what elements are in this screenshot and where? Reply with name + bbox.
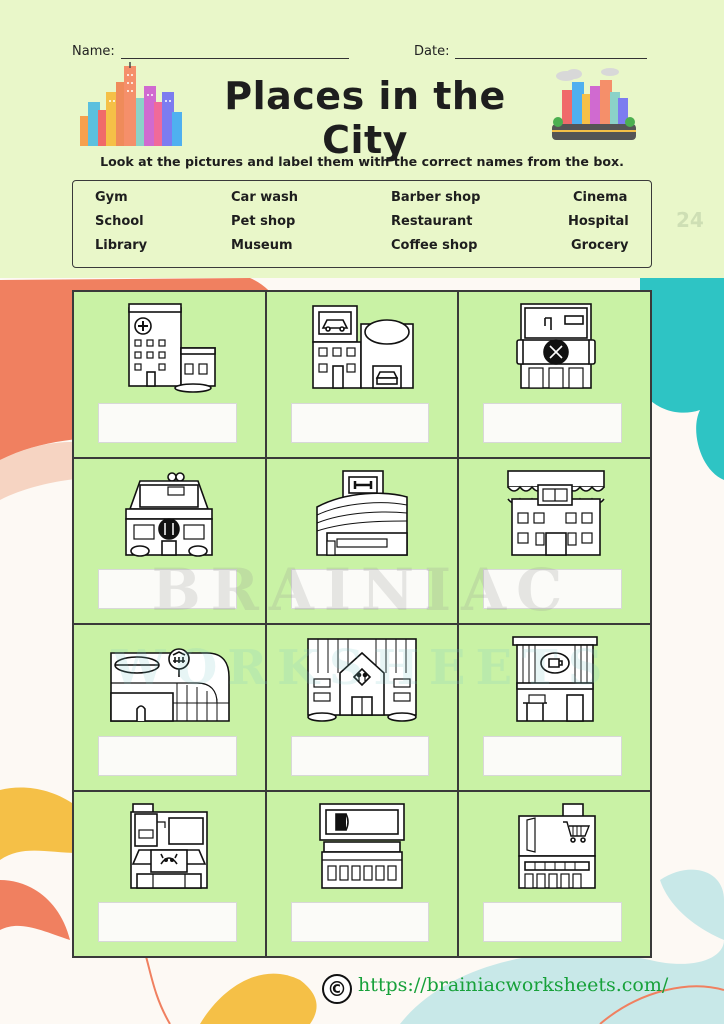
name-label: Name: [72, 44, 115, 59]
word-bank-item: Car wash [231, 190, 299, 205]
hospital-building-icon [128, 303, 217, 393]
cinema-building-icon [319, 802, 405, 889]
answer-box[interactable] [483, 402, 622, 443]
picture-cell [458, 624, 651, 791]
word-bank-item: Barber shop [391, 190, 481, 205]
word-bank-item: Grocery [571, 238, 629, 253]
instructions: Look at the pictures and label them with… [100, 154, 624, 169]
coffee-shop-building-icon [511, 636, 598, 722]
word-bank-item: Restaurant [391, 214, 473, 229]
picture-cell [73, 624, 266, 791]
picture-cell [265, 291, 459, 458]
word-bank-item: Gym [95, 190, 128, 205]
word-bank-item: Coffee shop [391, 238, 478, 253]
word-bank: Gym Car wash Barber shop Cinema School P… [72, 180, 652, 268]
museum-building-icon [110, 648, 231, 722]
answer-box[interactable] [483, 902, 622, 942]
footer-url-link[interactable]: https://brainiacworksheets.com/ [358, 974, 669, 996]
answer-box[interactable] [290, 902, 430, 942]
city-skyline-left-icon [80, 62, 182, 146]
answer-box[interactable] [290, 569, 430, 609]
word-bank-item: Pet shop [231, 214, 296, 229]
gym-building-icon [316, 469, 408, 556]
car-wash-building-icon [312, 305, 414, 389]
restaurant-building-icon [125, 471, 214, 557]
faint-number: 24 [676, 208, 704, 232]
picture-cell [458, 790, 651, 957]
library-building-icon [506, 469, 605, 556]
grocery-building-icon [517, 802, 596, 889]
picture-cell [265, 790, 459, 957]
pet-shop-building-icon [130, 802, 209, 889]
word-bank-item: School [95, 214, 144, 229]
date-field[interactable] [455, 44, 648, 59]
word-bank-item: Library [95, 238, 148, 253]
answer-box[interactable] [98, 569, 237, 609]
answer-box[interactable] [98, 735, 237, 776]
picture-cell [265, 624, 459, 791]
answer-box[interactable] [290, 402, 430, 443]
picture-grid [72, 290, 652, 958]
answer-box[interactable] [98, 902, 237, 942]
answer-box[interactable] [290, 735, 430, 776]
barber-shop-building-icon [515, 303, 596, 389]
city-block-right-icon [552, 68, 636, 140]
school-building-icon [307, 638, 417, 722]
picture-cell [265, 457, 459, 624]
page-title: Places in the City [224, 74, 506, 162]
copyright-icon: © [322, 974, 352, 1004]
picture-cell [73, 457, 266, 624]
answer-box[interactable] [483, 569, 622, 609]
word-bank-item: Cinema [573, 190, 628, 205]
picture-cell [458, 457, 651, 624]
picture-cell [73, 790, 266, 957]
picture-cell [458, 291, 651, 458]
word-bank-item: Museum [231, 238, 293, 253]
name-line: Name: [72, 44, 349, 59]
word-bank-item: Hospital [568, 214, 629, 229]
answer-box[interactable] [98, 402, 237, 443]
date-label: Date: [414, 44, 450, 59]
date-line: Date: [414, 44, 648, 59]
answer-box[interactable] [483, 735, 622, 776]
picture-cell [73, 291, 266, 458]
name-field[interactable] [120, 44, 349, 59]
